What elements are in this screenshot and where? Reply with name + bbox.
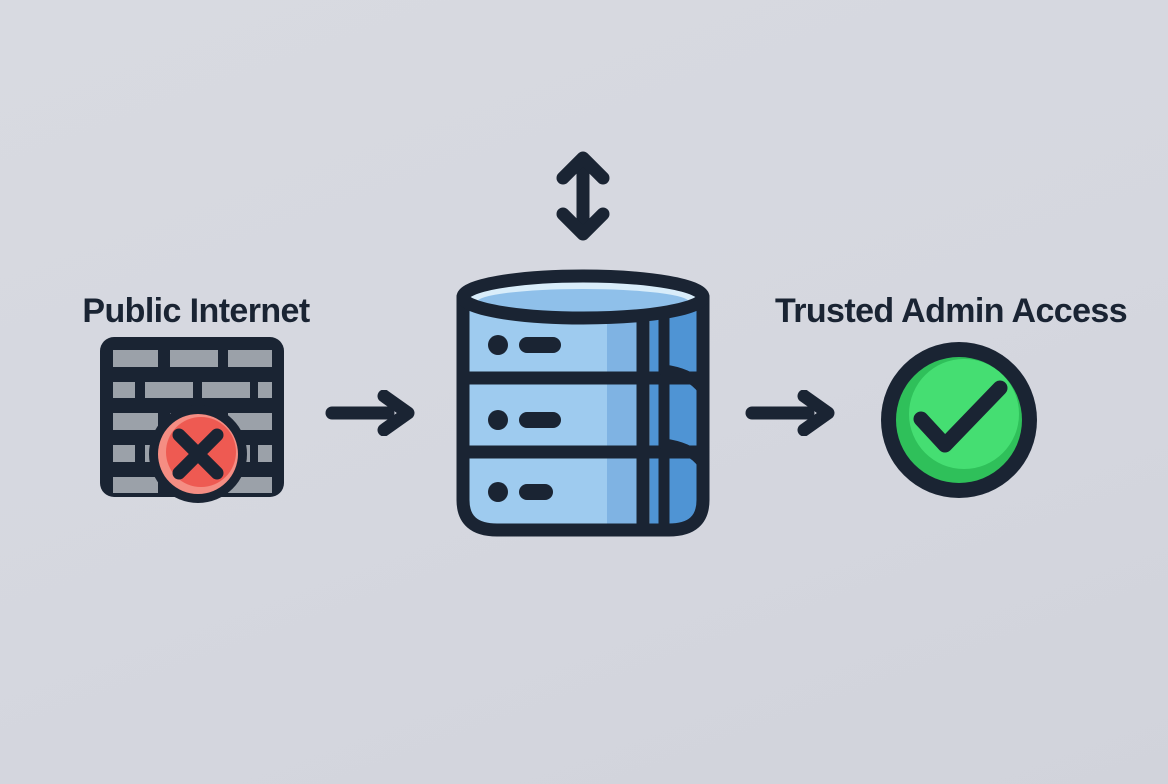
arrow-head (797, 390, 835, 436)
check-mark-icon (913, 380, 1008, 453)
database-icon (456, 269, 710, 537)
database-body-outline (456, 290, 710, 537)
led-dot (488, 335, 508, 355)
check-circle-icon (881, 342, 1037, 498)
sync-arrows-icon (556, 151, 610, 241)
led-dot (488, 410, 508, 430)
arrow-head (377, 390, 415, 436)
x-mark-icon (172, 428, 224, 480)
database-top-outline (456, 269, 710, 325)
trusted-admin-access-label: Trusted Admin Access (774, 292, 1128, 330)
led-dash (519, 337, 561, 353)
public-internet-label: Public Internet (82, 292, 310, 330)
arrow-database-to-admin-icon (745, 390, 835, 436)
led-dash (519, 412, 561, 428)
arrow-internet-to-database-icon (325, 390, 415, 436)
led-dash (519, 484, 553, 500)
firewall-blocked-icon (100, 337, 284, 503)
arrow-head-down (556, 207, 610, 241)
led-dot (488, 482, 508, 502)
database-top-shade (477, 289, 689, 315)
database-side-shade-dark (650, 297, 703, 530)
arrow-head-up (556, 151, 610, 185)
